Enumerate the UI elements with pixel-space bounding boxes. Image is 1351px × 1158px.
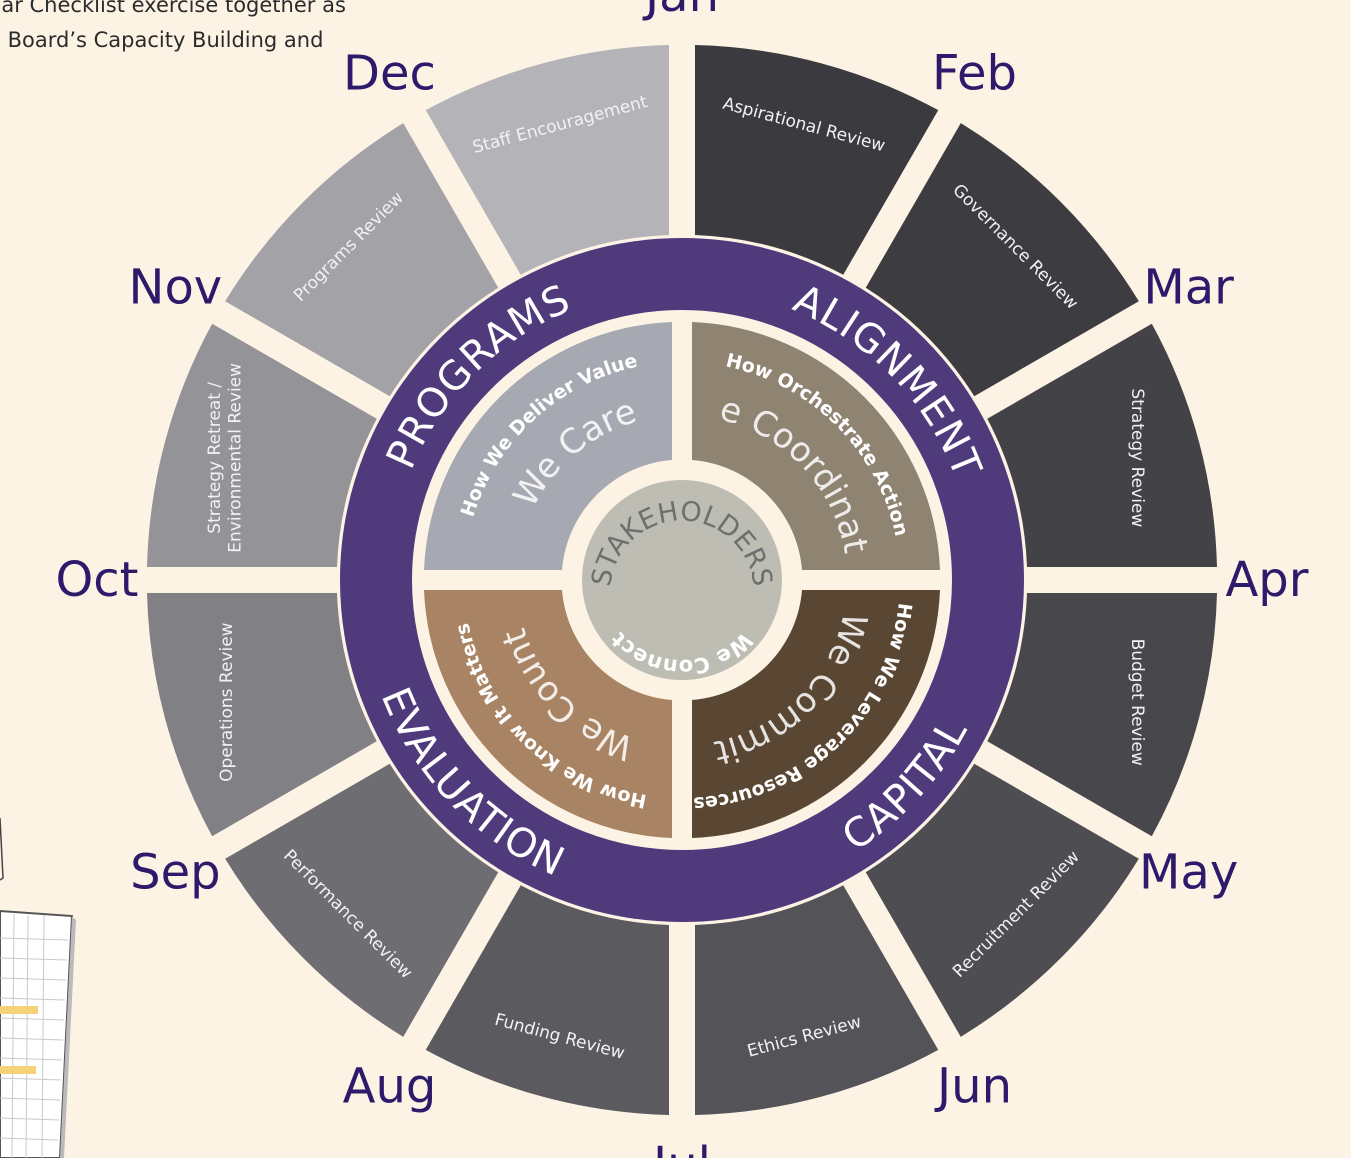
month-segment-oct[interactable]: [147, 323, 377, 567]
month-label-jun: Jun: [934, 1059, 1012, 1115]
quadrant-bottom-right[interactable]: [692, 590, 940, 838]
quadrant-top-right[interactable]: [692, 322, 940, 570]
month-segment-jun[interactable]: [695, 885, 939, 1115]
quadrant-bottom-left[interactable]: [424, 590, 672, 838]
month-label-sep: Sep: [130, 845, 220, 901]
month-segment-aug[interactable]: [225, 763, 499, 1037]
month-label-oct: Oct: [56, 552, 139, 608]
month-segment-apr[interactable]: [987, 593, 1217, 837]
month-label-apr: Apr: [1225, 552, 1308, 608]
month-label-dec: Dec: [343, 45, 436, 101]
month-label-feb: Feb: [932, 45, 1017, 101]
month-segment-feb[interactable]: [865, 123, 1139, 397]
intro-text: dar Checklist exercise together as e Boa…: [0, 0, 408, 58]
month-segment-may[interactable]: [865, 763, 1139, 1037]
month-segment-mar[interactable]: [987, 323, 1217, 567]
month-label-aug: Aug: [343, 1059, 437, 1115]
checklist-sheet-image: [0, 818, 76, 1158]
quadrant-top-left[interactable]: [424, 322, 672, 570]
month-segment-sep[interactable]: [147, 593, 377, 837]
month-label-may: May: [1139, 845, 1238, 901]
month-segment-jul[interactable]: [425, 885, 669, 1115]
month-review-label-oct: Strategy Retreat /Environmental Review: [205, 363, 245, 553]
month-segment-dec[interactable]: [425, 45, 669, 275]
purple-ring: [340, 238, 1024, 922]
stakeholders-hub[interactable]: [582, 480, 782, 680]
intro-line-2: e Board’s Capacity Building and: [0, 28, 324, 52]
month-review-label-mar: Strategy Review: [1127, 388, 1147, 527]
intro-line-1: dar Checklist exercise together as: [0, 0, 346, 17]
month-label-nov: Nov: [129, 260, 223, 316]
month-label-jan: Jan: [642, 0, 719, 23]
month-review-label-sep: Operations Review: [217, 622, 237, 782]
month-labels: JanFebMarAprMayJunJul Aug Sep Oct Nov Dec: [56, 0, 1309, 1158]
month-label-jul: Jul: [650, 1137, 711, 1158]
month-review-label-apr: Budget Review: [1127, 639, 1147, 766]
month-label-mar: Mar: [1143, 260, 1234, 316]
month-segment-jan[interactable]: [695, 45, 939, 275]
month-segment-nov[interactable]: [225, 123, 499, 397]
